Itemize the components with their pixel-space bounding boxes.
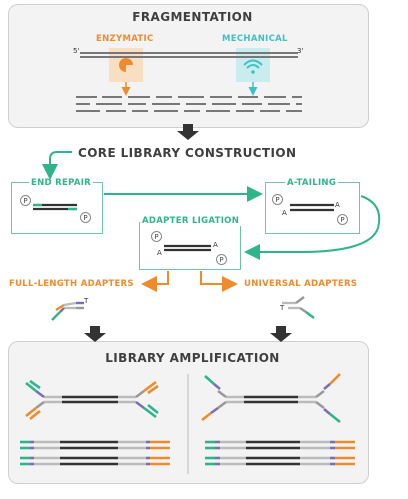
universal-ligated-fragment (201, 373, 341, 424)
core-library-title: CORE LIBRARY CONSTRUCTION (78, 146, 297, 160)
phosphate-icon: P (80, 212, 91, 223)
full-length-ligated-fragment (25, 379, 159, 421)
a-tailing-box (265, 182, 360, 234)
a-tailing-label: A-TAILING (285, 178, 339, 188)
core-to-end-repair-arrow (42, 151, 72, 180)
a-tailing-dna (290, 203, 334, 212)
end-repair-label: END REPAIR (29, 178, 94, 188)
a-base-label: A (157, 249, 162, 257)
enzymatic-label: ENZYMATIC (96, 34, 154, 44)
ligation-dna (164, 244, 211, 252)
full-length-adapter (51, 301, 84, 321)
t-base-label: T (84, 297, 89, 305)
a-base-label: A (335, 201, 340, 209)
phosphate-icon: P (151, 231, 162, 242)
mechanical-label: MECHANICAL (222, 34, 288, 44)
phosphate-icon: P (20, 195, 31, 206)
full-length-adapters-label: FULL-LENGTH ADAPTERS (9, 279, 134, 289)
down-arrow-icon (84, 326, 106, 342)
genomic-dna (80, 52, 298, 58)
a-base-label: A (213, 241, 218, 249)
end-repair-dna (33, 203, 77, 211)
phosphate-icon: P (337, 214, 348, 225)
end-repair-box (11, 182, 103, 234)
phosphate-icon: P (272, 194, 283, 205)
universal-adapters-label: UNIVERSAL ADAPTERS (244, 279, 358, 289)
final-library-left (20, 440, 170, 466)
phosphate-icon: P (216, 254, 227, 265)
three-prime-label: 3' (297, 47, 304, 55)
five-prime-label: 5' (73, 47, 80, 55)
dna-fragments (76, 96, 302, 112)
a-tailing-to-ligation-arrow (244, 195, 381, 260)
down-arrow-icon (270, 326, 292, 342)
full-length-branch-arrow (141, 271, 169, 292)
universal-adapter (282, 296, 315, 319)
fragmentation-panel (8, 4, 369, 128)
down-arrow-icon (177, 124, 199, 140)
universal-branch-arrow (200, 271, 238, 292)
adapter-ligation-label: ADAPTER LIGATION (140, 216, 242, 226)
a-base-label: A (282, 209, 287, 217)
amplification-title: LIBRARY AMPLIFICATION (105, 351, 280, 365)
t-base-label: T (280, 304, 285, 312)
fragmentation-title: FRAGMENTATION (132, 10, 253, 24)
final-library-right (205, 440, 355, 466)
